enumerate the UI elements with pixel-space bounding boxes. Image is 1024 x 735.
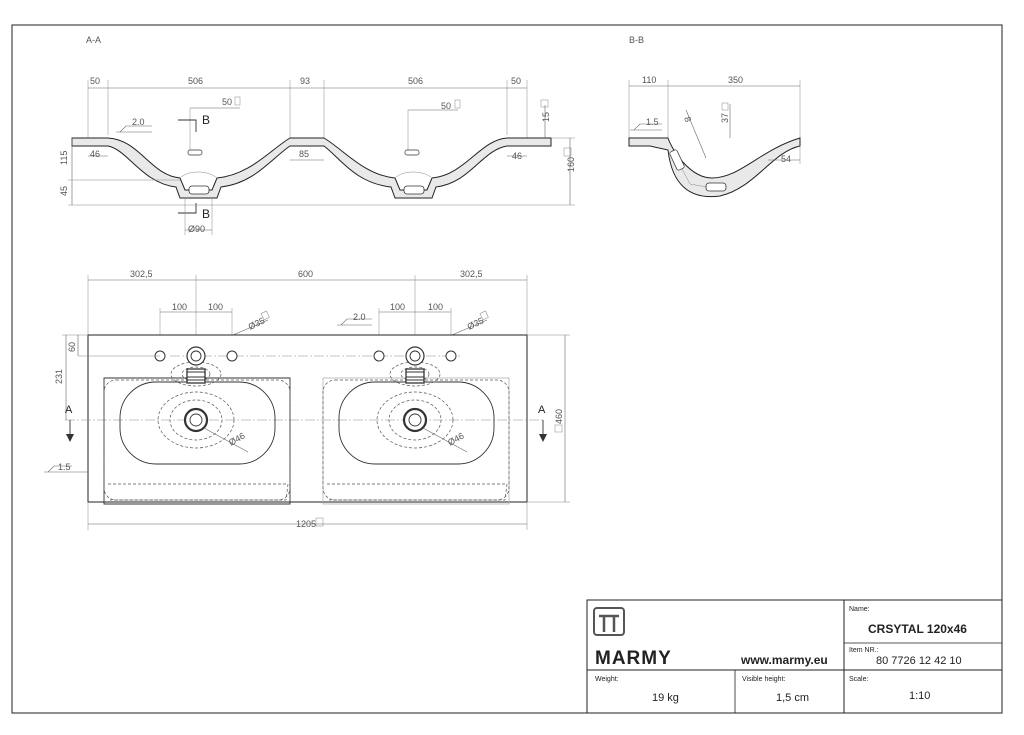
vanity-top-outline (87, 334, 528, 503)
section-mark-a-right: A (538, 404, 546, 416)
dim-plan-slope: 2.0 (353, 312, 366, 322)
dim-bb-54: 54 (781, 154, 791, 164)
dim-plan-302-right: 302,5 (460, 269, 483, 279)
dim-aa-tol-right: 50 (441, 101, 451, 111)
dim-plan-100-c: 100 (390, 302, 405, 312)
plan-view: 302,5 600 302,5 100 100 100 100 Ø35 Ø35 … (44, 269, 570, 530)
dim-bb-350: 350 (728, 75, 743, 85)
scale-label: Scale: (849, 676, 869, 683)
dim-plan-slope-side: 1.5 (58, 462, 71, 472)
marmy-logo-icon (593, 607, 625, 636)
dim-aa-50-right: 50 (511, 76, 521, 86)
dim-plan-1205: 1205 (296, 519, 316, 529)
dim-aa-85: 85 (299, 149, 309, 159)
dim-plan-302-left: 302,5 (130, 269, 153, 279)
visible-height-value: 1,5 cm (776, 692, 809, 704)
dim-aa-50-left: 50 (90, 76, 100, 86)
dim-aa-115: 115 (59, 151, 69, 165)
item-number: 80 7726 12 42 10 (876, 655, 962, 667)
visible-height-label: Visible height: (742, 676, 786, 683)
section-aa-label: A-A (86, 35, 101, 45)
title-block: MARMY www.marmy.eu Name: CRSYTAL 120x46 … (586, 599, 1003, 714)
dim-aa-46-left: 46 (90, 149, 100, 159)
dim-aa-slope: 2.0 (132, 117, 145, 127)
dim-bb-slope: 1.5 (646, 117, 659, 127)
dim-aa-506-left: 506 (188, 76, 203, 86)
section-bb-label: B-B (629, 35, 644, 45)
dim-plan-460: 460 (554, 409, 564, 424)
item-label: Item NR.: (849, 647, 879, 654)
cut-b-top-label: B (202, 113, 210, 127)
dim-bb-110: 110 (642, 75, 656, 85)
cut-b-bottom-label: B (202, 207, 210, 221)
section-aa-view: 50 506 93 506 50 50 50 2.0 B B 115 (59, 76, 576, 235)
section-mark-a-left: A (65, 404, 73, 416)
brand-name: MARMY (595, 648, 672, 669)
scale-value: 1:10 (909, 690, 930, 702)
dim-aa-46-right: 46 (512, 151, 522, 161)
dim-plan-100-b: 100 (208, 302, 223, 312)
dim-plan-100-d: 100 (428, 302, 443, 312)
dim-aa-drain: Ø90 (188, 224, 205, 234)
dim-aa-506-right: 506 (408, 76, 423, 86)
name-label: Name: (849, 606, 870, 613)
dim-aa-93: 93 (300, 76, 310, 86)
dim-aa-160: 160 (566, 157, 576, 172)
dim-bb-37: 37 (720, 113, 730, 123)
dim-plan-100-a: 100 (172, 302, 187, 312)
dim-aa-tol-left: 50 (222, 97, 232, 107)
dim-aa-15: 15 (541, 112, 551, 122)
section-bb-view: 110 350 1.5 8 37 54 (628, 75, 801, 198)
section-aa-profile (71, 137, 552, 199)
dim-aa-45: 45 (59, 186, 69, 196)
dim-plan-231: 231 (54, 369, 64, 384)
drawing-frame (11, 24, 1003, 714)
dim-plan-60: 60 (67, 342, 77, 352)
weight-value: 19 kg (652, 692, 679, 704)
dim-bb-8: 8 (682, 115, 693, 123)
brand-website: www.marmy.eu (740, 653, 828, 667)
dim-plan-600: 600 (298, 269, 313, 279)
product-name: CRSYTAL 120x46 (868, 622, 967, 636)
weight-label: Weight: (595, 676, 619, 683)
